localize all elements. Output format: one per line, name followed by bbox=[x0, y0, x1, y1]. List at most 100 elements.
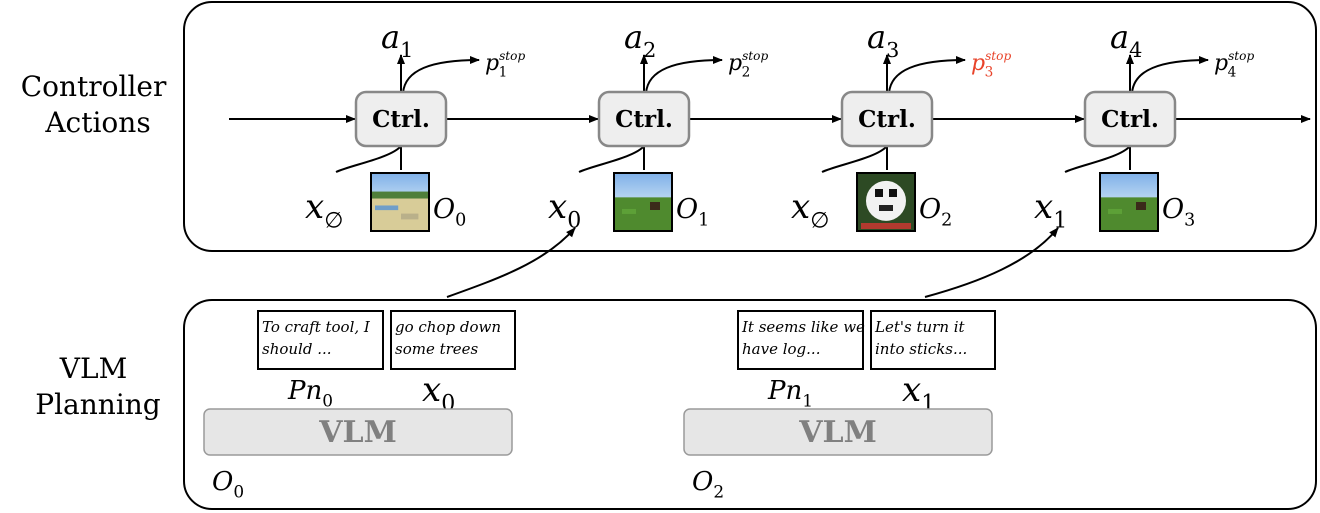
input-label-base: x bbox=[548, 187, 567, 227]
observation-label: O2 bbox=[919, 194, 952, 231]
input-label-sub: 1 bbox=[1053, 208, 1067, 234]
stop-arrow bbox=[645, 56, 723, 94]
input-label-base: x bbox=[305, 187, 324, 227]
ctrl-box bbox=[1083, 90, 1177, 148]
thumb-mouth bbox=[879, 205, 893, 211]
observation-label-base: O bbox=[433, 194, 455, 225]
vlm-observation-label-base: O bbox=[212, 467, 233, 497]
stop-prob-label-base: p bbox=[728, 51, 742, 76]
observation-label-sub: 0 bbox=[455, 211, 466, 231]
stop-arrow bbox=[888, 56, 966, 94]
thumb-red bbox=[861, 223, 911, 229]
input-label: x1 bbox=[1034, 187, 1067, 234]
planning-label-line1: VLM bbox=[59, 352, 127, 385]
section-label-controller: Controller Actions bbox=[21, 70, 176, 139]
stop-prob-label: pstop 3 bbox=[971, 49, 1011, 81]
action-label: a3 bbox=[867, 18, 899, 62]
observation-label: O0 bbox=[433, 194, 466, 231]
plan-label: Pn0 bbox=[287, 376, 333, 410]
stop-arrow bbox=[1131, 56, 1209, 94]
observation-label-sub: 3 bbox=[1184, 211, 1195, 231]
thumb-border bbox=[1099, 172, 1159, 232]
stop-prob-label-sup: stop bbox=[1228, 49, 1254, 63]
input-label-base: x bbox=[791, 187, 810, 227]
input-label: x∅ bbox=[791, 187, 829, 234]
thumb-eye-right bbox=[889, 189, 897, 197]
vlm-observation-label-sub: 2 bbox=[713, 481, 724, 501]
answer-line2: into sticks... bbox=[875, 340, 967, 358]
vlm-observation-label: O2 bbox=[692, 467, 724, 501]
plan-label-base: Pn bbox=[287, 376, 322, 406]
controller-label-line2: Actions bbox=[44, 106, 150, 139]
action-label-sub: 4 bbox=[1129, 38, 1142, 62]
stop-prob-label-base: p bbox=[971, 51, 985, 76]
section-label-planning: VLM Planning bbox=[35, 352, 161, 421]
planning-label-line2: Planning bbox=[35, 388, 161, 421]
action-label: a4 bbox=[1110, 18, 1142, 62]
stop-prob-label-sub: 4 bbox=[1228, 65, 1237, 81]
observation-thumbnail bbox=[370, 172, 430, 232]
thumb-sky bbox=[614, 173, 672, 200]
action-label-base: a bbox=[624, 18, 643, 56]
stop-prob-label-base: p bbox=[485, 51, 499, 76]
observation-label-sub: 1 bbox=[698, 211, 709, 231]
instruction-label-base: x bbox=[422, 370, 441, 410]
stop-prob-label: pstop 4 bbox=[1214, 49, 1254, 81]
stop-prob-label-sup: stop bbox=[985, 49, 1011, 63]
vlm-bar bbox=[683, 408, 993, 456]
plan-label-sub: 1 bbox=[802, 390, 813, 410]
control-step: Ctrl. a3 pstop 3 x∅ O2 bbox=[791, 18, 1011, 234]
answer-line2: some trees bbox=[395, 340, 479, 358]
vlm-label: VLM bbox=[798, 415, 877, 450]
thumb-rock bbox=[401, 213, 419, 220]
observation-thumbnail bbox=[856, 172, 916, 232]
input-branch bbox=[335, 145, 402, 173]
ctrl-label: Ctrl. bbox=[858, 106, 916, 133]
ctrl-label: Ctrl. bbox=[615, 106, 673, 133]
thought-line1: It seems like we bbox=[741, 318, 865, 336]
stop-prob-label-base: p bbox=[1214, 51, 1228, 76]
thumb-block bbox=[1136, 202, 1146, 210]
input-label: x∅ bbox=[305, 187, 343, 234]
thumb-grass bbox=[614, 197, 672, 231]
input-branch bbox=[1064, 145, 1131, 173]
thumb-sky bbox=[1100, 173, 1158, 200]
answer-box bbox=[390, 310, 516, 370]
input-label-sub: ∅ bbox=[324, 208, 343, 234]
observation-label: O3 bbox=[1162, 194, 1195, 231]
ctrl-box bbox=[354, 90, 448, 148]
answer-line1: Let's turn it bbox=[874, 318, 966, 336]
plan-label: Pn1 bbox=[767, 376, 813, 410]
thumb-border bbox=[856, 172, 916, 232]
thumb-skull bbox=[866, 180, 906, 221]
vlm-label: VLM bbox=[318, 415, 397, 450]
input-branch bbox=[821, 145, 888, 173]
observation-thumbnail bbox=[613, 172, 673, 232]
action-label: a1 bbox=[381, 18, 413, 62]
thumb-border bbox=[370, 172, 430, 232]
vlm-observation-label-sub: 0 bbox=[233, 481, 244, 501]
thumb-grass bbox=[1100, 197, 1158, 231]
input-label: x0 bbox=[548, 187, 581, 234]
thought-line2: should ... bbox=[262, 340, 332, 358]
observation-label-base: O bbox=[1162, 194, 1184, 225]
thumb-patch bbox=[622, 208, 636, 214]
stop-prob-label-sub: 2 bbox=[742, 65, 751, 81]
stop-prob-label-sup: stop bbox=[499, 49, 525, 63]
stop-prob-label-sub: 3 bbox=[985, 65, 994, 81]
thumb-border bbox=[613, 172, 673, 232]
thumb-block bbox=[650, 202, 660, 210]
thumb-sand bbox=[371, 198, 429, 231]
thought-text: To craft tool, I should ... bbox=[262, 318, 371, 358]
input-label-sub: ∅ bbox=[810, 208, 829, 234]
thought-line1: To craft tool, I bbox=[262, 318, 371, 336]
plan-to-x0-arrow bbox=[446, 227, 576, 298]
ctrl-label: Ctrl. bbox=[1101, 106, 1159, 133]
stop-arrow bbox=[402, 56, 480, 94]
observation-thumbnail bbox=[1099, 172, 1159, 232]
vlm-bar bbox=[203, 408, 513, 456]
